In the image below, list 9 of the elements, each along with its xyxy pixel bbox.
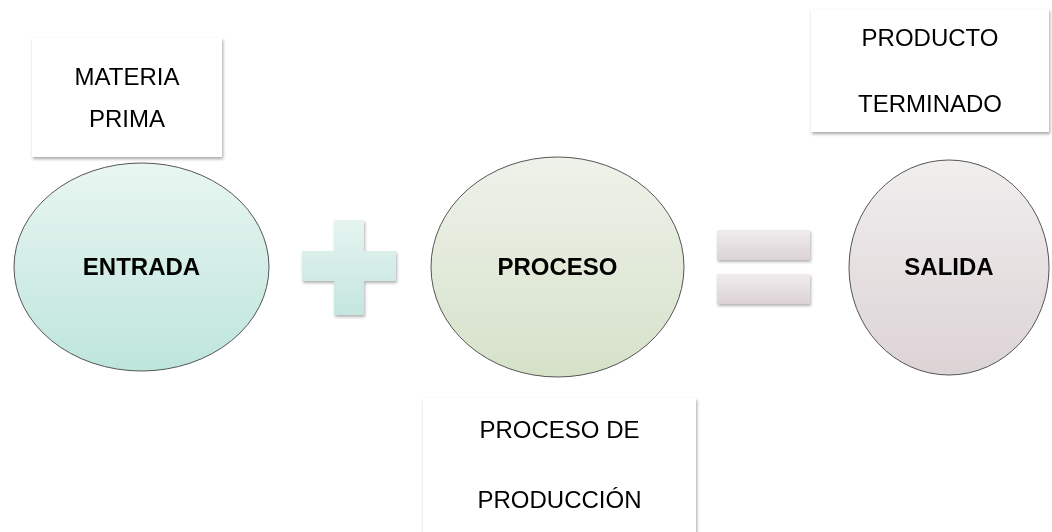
stage-label: SALIDA: [904, 253, 994, 282]
text-card: [423, 398, 696, 532]
text-card: [811, 9, 1049, 132]
stage-label: ENTRADA: [82, 252, 201, 282]
text-card: [32, 38, 222, 157]
card-text: MATERIA PRIMA: [73, 61, 181, 134]
card-text: PRODUCTO TERMINADO: [857, 22, 1003, 119]
stage-label: PROCESO: [497, 252, 618, 282]
card-text: PROCESO DE PRODUCCIÓN: [476, 415, 643, 515]
